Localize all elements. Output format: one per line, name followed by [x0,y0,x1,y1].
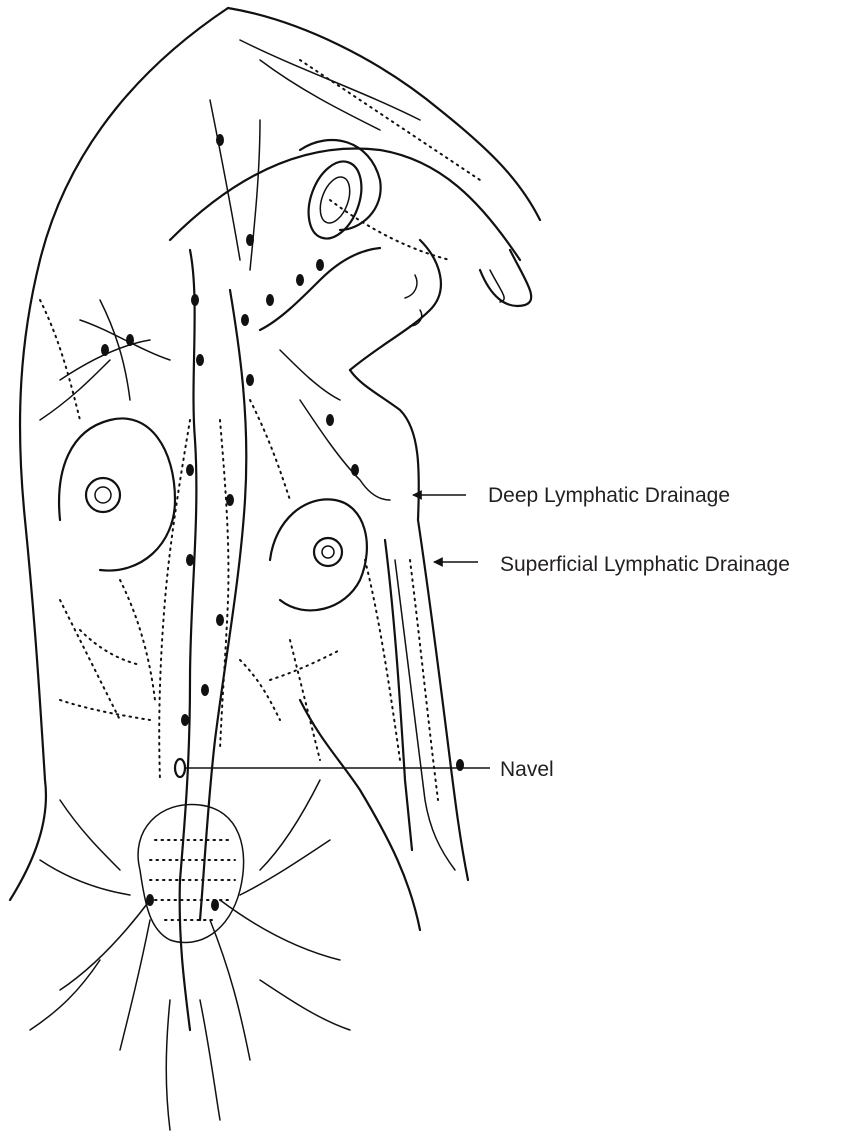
body-outline [10,8,540,930]
superficial-drainage-label: Superficial Lymphatic Drainage [500,553,790,576]
callout-superficial-lymphatic-drainage: Superficial Lymphatic Drainage [434,553,790,576]
torso-illustration [10,8,540,1130]
deep-drainage-label: Deep Lymphatic Drainage [488,484,730,507]
lymph-nodes [101,134,464,911]
navel-marker [175,759,185,777]
pubic-region [138,804,244,942]
callout-navel: Navel [186,758,554,781]
callout-deep-lymphatic-drainage: Deep Lymphatic Drainage [413,484,730,507]
superficial-lymph-vessels [40,60,480,800]
deep-lymph-vessels [30,40,455,1130]
navel-label: Navel [500,758,554,781]
